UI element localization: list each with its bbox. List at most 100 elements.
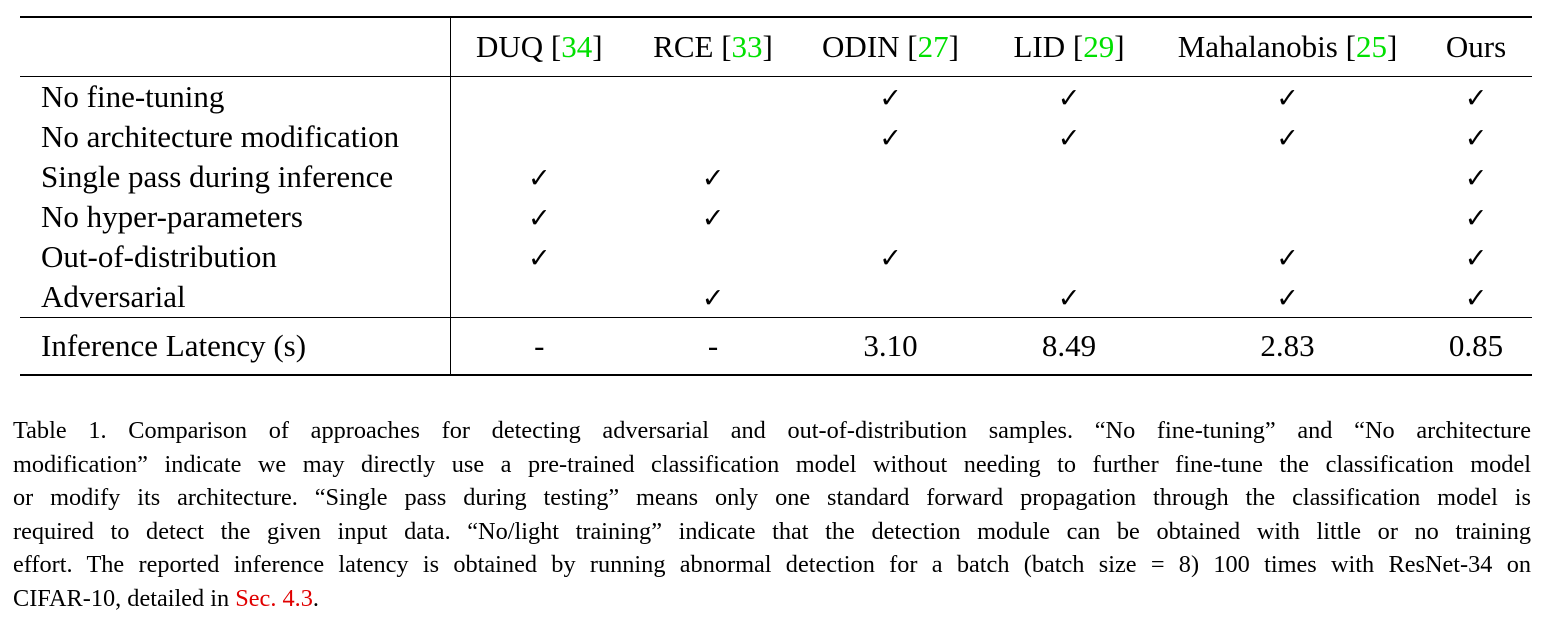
checkmark-icon: ✓ [1276,123,1299,154]
citation-link[interactable]: 34 [561,29,593,64]
row-label: No hyper-parameters [20,197,451,237]
checkmark-icon: ✓ [1276,83,1299,114]
checkmark-icon: ✓ [701,203,725,234]
table-row: Adversarial ✓ ✓ ✓ ✓ [20,277,1532,318]
table-cell [628,117,798,157]
citation-link[interactable]: 27 [917,29,949,64]
latency-value: - [534,328,545,363]
checkmark-icon: ✓ [701,163,725,194]
latency-row: Inference Latency (s) - - 3.10 8.49 2.83 0.85 [20,317,1532,375]
row-label: Single pass during inference [20,157,451,197]
table-cell: ✓ [1420,237,1532,277]
table-cell [798,277,983,318]
checkmark-icon: ✓ [1464,243,1488,274]
caption-text: CIFAR-10, detailed in [13,584,236,612]
latency-value: 3.10 [863,328,918,363]
column-header-duq: DUQ [34] [475,29,603,64]
checkmark-icon: ✓ [701,283,725,314]
table-row: Out-of-distribution✓✓✓✓ [20,237,1532,277]
checkmark-icon: ✓ [1057,283,1081,314]
table-cell: ✓ [450,197,628,237]
checkmark-icon: ✓ [1464,203,1488,234]
checkmark-icon: ✓ [1464,163,1488,194]
table-cell: ✓ [1420,157,1532,197]
latency-label: Inference Latency (s) [20,317,451,375]
table-cell: ✓ [983,117,1155,157]
caption-line: required to detect the given input data.… [13,517,1531,545]
latency-value: 8.49 [1041,328,1097,363]
table-cell [983,197,1155,237]
comparison-table-container: DUQ [34] RCE [33] ODIN [27] LID [29] Mahalan… [20,16,1532,376]
table-header-row: DUQ [34] RCE [33] ODIN [27] LID [29] Mahalan… [20,17,1532,77]
table-cell: ✓ [1420,197,1532,237]
table-cell: ✓ [798,237,983,277]
latency-value: 0.85 [1448,328,1504,363]
table-cell [983,237,1155,277]
table-cell: ✓ [1155,117,1420,157]
checkmark-icon: ✓ [1057,123,1081,154]
caption-line: modification” indicate we may directly u… [13,450,1531,478]
table-cell: ✓ [1155,77,1420,118]
table-body: No fine-tuning✓✓✓✓No architecture modifi… [20,76,1532,318]
column-name: DUQ [475,29,544,64]
table-cell [798,157,983,197]
checkmark-icon: ✓ [1464,83,1488,114]
table-cell: ✓ [628,277,798,318]
table-cell [1155,197,1420,237]
table-caption: Table 1. Comparison of approaches for de… [13,414,1531,615]
checkmark-icon: ✓ [1276,283,1299,314]
column-name: Mahalanobis [1177,29,1338,64]
table-cell: ✓ [983,77,1155,118]
table-cell: ✓ [450,157,628,197]
citation-link[interactable]: 33 [731,29,763,64]
checkmark-icon: ✓ [1057,83,1081,114]
column-header-rce: RCE [33] [653,29,773,64]
checkmark-icon: ✓ [879,123,902,154]
caption-last-line: CIFAR-10, detailed in Sec. 4.3. [13,582,1531,616]
row-label: No architecture modification [20,117,451,157]
table-cell: ✓ [798,117,983,157]
citation-link[interactable]: 25 [1355,29,1387,64]
caption-line: or modify its architecture. “Single pass… [13,484,1531,511]
table-cell: ✓ [798,77,983,118]
checkmark-icon: ✓ [1276,243,1299,274]
citation-link[interactable]: 29 [1083,29,1115,64]
checkmark-icon: ✓ [527,203,551,234]
caption-line: Table 1. Comparison of approaches for de… [13,417,1531,444]
column-header-ours: Ours [1420,17,1532,77]
table-row: Single pass during inference✓✓✓ [20,157,1532,197]
column-header-mahalanobis: Mahalanobis [25] [1177,29,1398,64]
table-cell [798,197,983,237]
table-cell [450,277,628,318]
checkmark-icon: ✓ [879,83,902,114]
table-row: No fine-tuning ✓ ✓ ✓ ✓ [20,76,1532,118]
caption-line: effort. The reported inference latency i… [13,551,1531,578]
row-label: No fine-tuning [20,76,451,117]
column-header-odin: ODIN [27] [822,29,959,64]
table-cell: ✓ [1155,277,1420,318]
checkmark-icon: ✓ [1464,283,1488,314]
column-header-lid: LID [29] [1013,29,1125,64]
table-cell: ✓ [1155,237,1420,277]
caption-text: . [312,584,319,612]
section-link[interactable]: Sec. 4.3 [235,584,313,612]
checkmark-icon: ✓ [879,243,902,274]
table-cell: ✓ [983,277,1155,318]
table-cell: ✓ [1420,277,1532,318]
table-row: No architecture modification ✓ ✓ ✓ ✓ [20,117,1532,157]
header-corner-cell [20,17,451,77]
column-name: Ours [1445,29,1507,64]
latency-value: 2.83 [1260,328,1315,363]
table-cell: ✓ [1420,117,1532,157]
table-cell [450,117,628,157]
table-cell: ✓ [450,237,628,277]
column-name: LID [1013,29,1066,64]
column-name: RCE [653,29,714,64]
table-cell [628,77,798,118]
row-label: Adversarial [20,277,451,318]
table-cell [450,77,628,118]
table-cell: ✓ [628,197,798,237]
table-cell [1155,157,1420,197]
column-name: ODIN [822,29,900,64]
latency-value: - [707,328,719,363]
